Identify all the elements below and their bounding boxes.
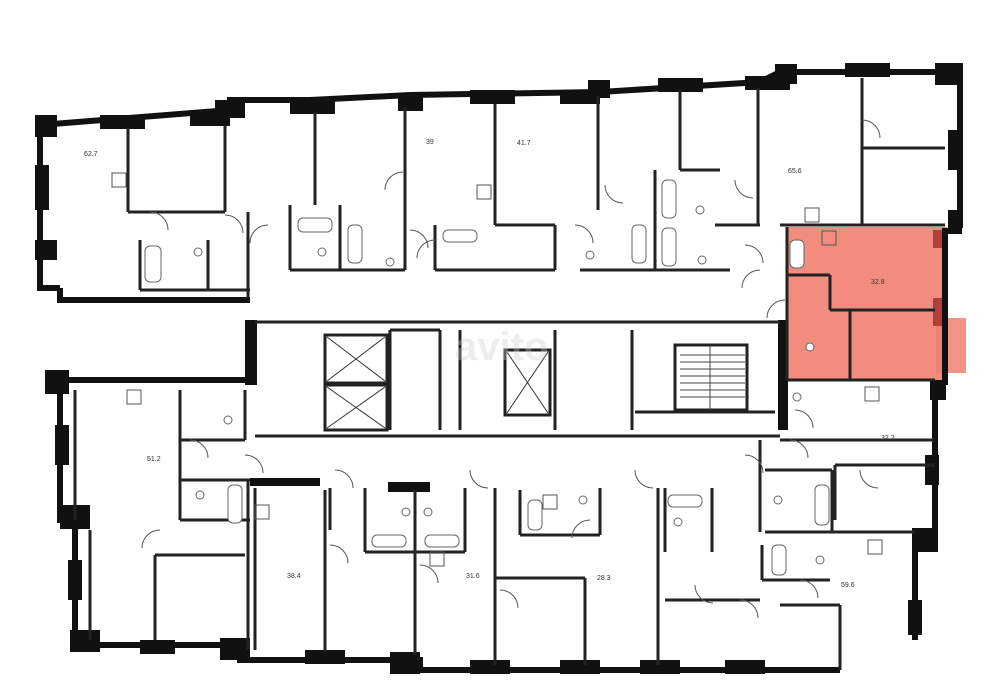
- unit-area-label: 32.8: [871, 279, 885, 286]
- unit-area-label: 62.7: [84, 151, 98, 158]
- unit-area-label: 28.3: [597, 575, 611, 582]
- watermark-text: avito: [455, 325, 548, 369]
- unit-area-label: 59.6: [841, 582, 855, 589]
- area-labels: 62.7 39 41.7 65.6 32.8 51.2 32.2 38.4 31…: [84, 139, 895, 589]
- unit-area-label: 51.2: [147, 456, 161, 463]
- elevators: [326, 336, 549, 429]
- staircase: [680, 345, 745, 410]
- unit-area-label: 38.4: [287, 573, 301, 580]
- selected-unit-highlight[interactable]: [787, 227, 966, 380]
- unit-area-label: 31.6: [466, 573, 480, 580]
- unit-area-label: 39: [426, 139, 434, 146]
- unit-area-label: 41.7: [517, 140, 531, 147]
- unit-area-label: 65.6: [788, 168, 802, 175]
- bathroom-fixtures: [144, 179, 830, 576]
- interior-walls: [73, 78, 945, 670]
- unit-area-label: 32.2: [881, 435, 895, 442]
- wall-columns: [35, 63, 963, 674]
- door-swings: [141, 119, 881, 619]
- stove-icons: [111, 172, 883, 567]
